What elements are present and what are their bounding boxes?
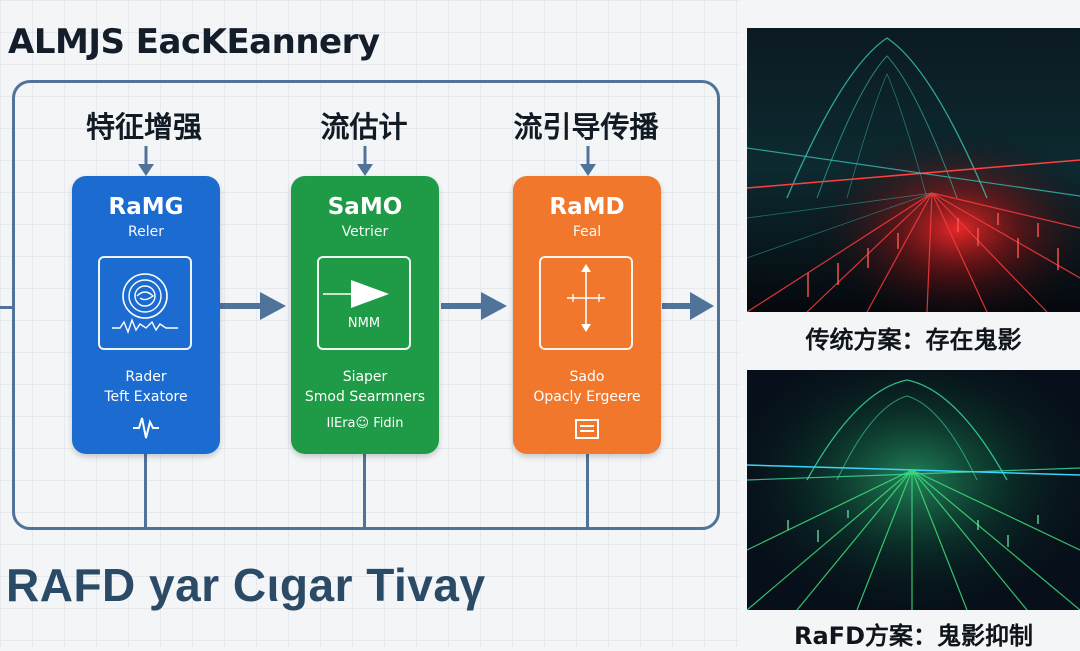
block-connector <box>363 454 366 530</box>
block-line: Smod Searmners <box>304 389 426 405</box>
traditional-result-image <box>747 28 1080 312</box>
ghost-suppressed-render-image <box>747 370 1080 610</box>
right-arrow-icon <box>662 292 714 320</box>
block-title: RaMD <box>549 194 625 220</box>
footer-title: RAFD yar Cιgar Tivaγ <box>6 559 486 611</box>
rafd-caption: RaFD方案：鬼影抑制 <box>794 622 1033 650</box>
block-line: Rader <box>125 369 167 385</box>
input-connector <box>0 306 14 309</box>
down-arrow-icon <box>580 146 596 176</box>
right-arrow-icon <box>441 292 507 320</box>
stage-label-feature-enhance: 特征增强 <box>85 110 202 144</box>
block-subtitle: Reler <box>128 224 164 240</box>
block-connector <box>586 454 589 530</box>
icon-frame <box>539 256 633 350</box>
down-arrow-icon <box>138 146 154 176</box>
block-line: Teft Exatore <box>104 389 188 405</box>
document-icon <box>575 419 599 439</box>
block-line: IlEra☺ Fidin <box>326 416 404 431</box>
block-line: Siaper <box>342 369 388 385</box>
traditional-caption: 传统方案：存在鬼影 <box>805 326 1022 354</box>
flow-propagation-block: RaMD Feal Sado Opacly Ergeere <box>513 176 661 454</box>
icon-frame <box>98 256 192 350</box>
block-line: Opacly Ergeere <box>533 389 641 405</box>
page-title: ALMJS EacKEannery <box>8 22 380 62</box>
block-title: RaMG <box>108 194 184 220</box>
block-title: SaMO <box>327 194 403 220</box>
stage-label-flow-estimation: 流估计 <box>320 110 408 144</box>
block-subtitle: Vetrier <box>341 224 389 240</box>
icon-caption: NMM <box>347 316 381 331</box>
flow-estimation-block: SaMO Vetrier NMM Siaper Smod Searmners I… <box>291 176 439 454</box>
flow-arrow-icon <box>323 280 389 308</box>
icon-frame: NMM <box>317 256 411 350</box>
ghosting-render-image <box>747 28 1080 312</box>
crosshair-icon <box>567 264 605 332</box>
right-arrow-icon <box>220 292 286 320</box>
pipeline-frame <box>12 80 720 530</box>
fingerprint-icon <box>112 273 178 335</box>
rafd-result-image <box>747 370 1080 610</box>
stage-label-flow-propagation: 流引导传播 <box>513 110 659 144</box>
down-arrow-icon <box>357 146 373 176</box>
block-line: Sado <box>569 369 605 385</box>
block-connector <box>144 454 147 530</box>
waveform-icon <box>133 417 159 439</box>
feature-enhance-block: RaMG Reler Rader Teft Exatore <box>72 176 220 454</box>
block-subtitle: Feal <box>572 224 602 240</box>
